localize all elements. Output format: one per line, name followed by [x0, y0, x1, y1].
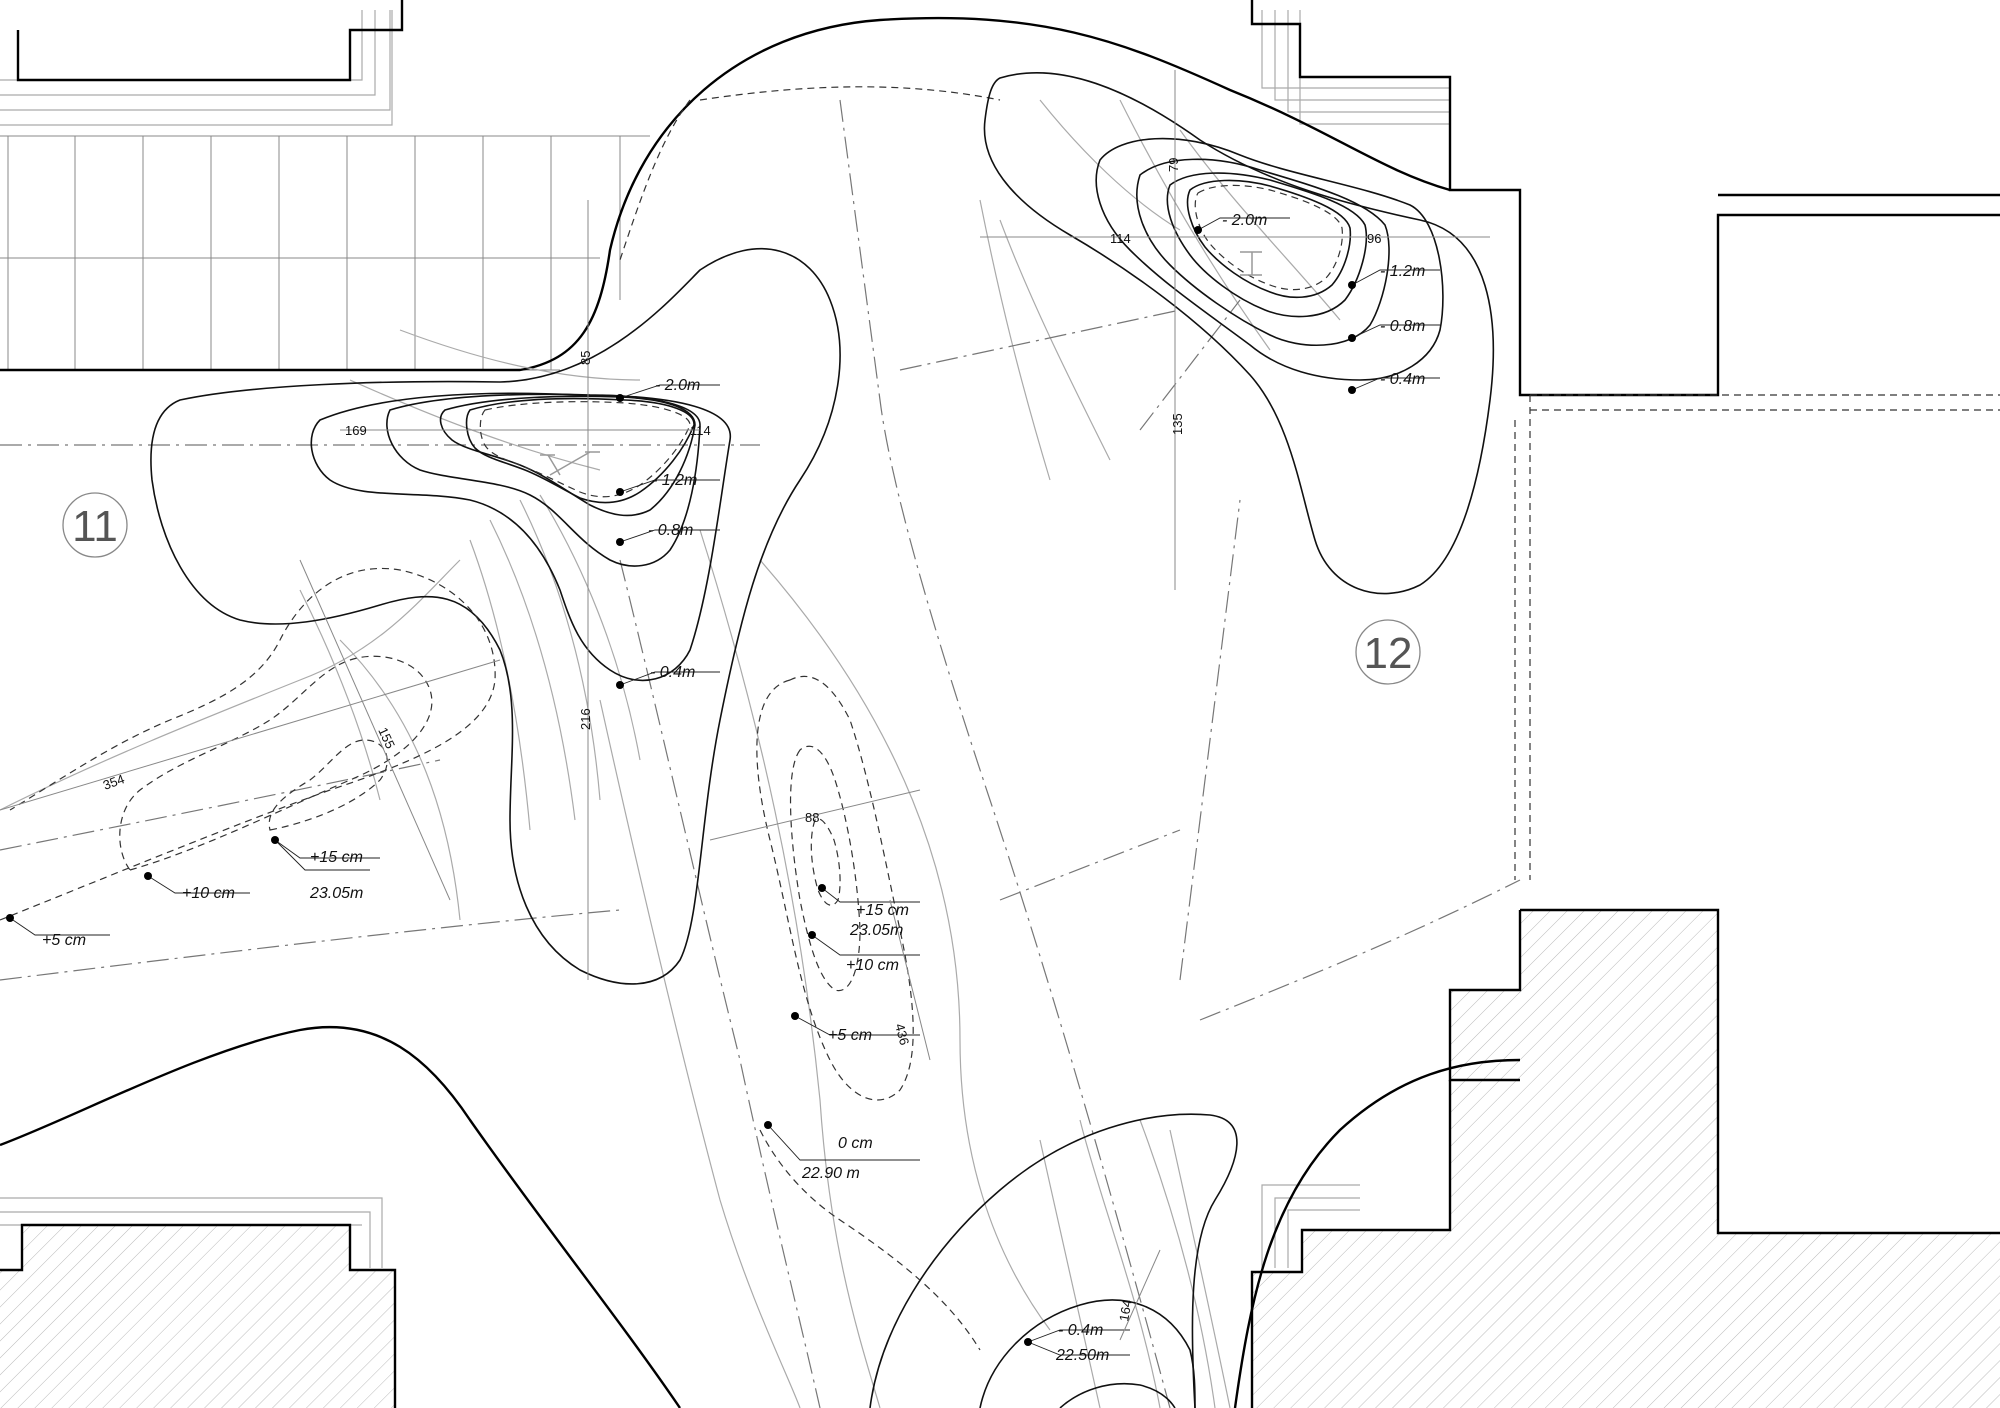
zone-11-label: 11 — [72, 502, 118, 551]
path-edges — [0, 16, 1521, 1408]
mound-contours-mid — [756, 675, 981, 1351]
dimension-value: 114 — [690, 423, 711, 438]
hatched-buildings — [0, 910, 2000, 1408]
label-leaders — [9, 217, 1440, 1356]
zone-badge-11: 11 — [62, 492, 128, 558]
elevation-label: 22.90 m — [801, 1165, 860, 1182]
step-offsets — [0, 10, 1450, 1268]
contours-bottom — [869, 1113, 1238, 1408]
depth-label: - 0.8m — [1380, 318, 1425, 335]
dimension-value: 155 — [375, 725, 398, 751]
depth-label: - 2.0m — [655, 377, 700, 394]
height-label: +5 cm — [828, 1027, 872, 1044]
paving-grid — [0, 135, 650, 371]
dimension-value: 436 — [892, 1022, 912, 1047]
depth-labels-c: - 0.4m 22.50m — [1055, 1322, 1109, 1364]
height-label: +15 cm — [310, 849, 363, 866]
flow-lines — [0, 99, 1341, 1408]
depth-label: - 0.4m — [1058, 1322, 1103, 1339]
height-label: +10 cm — [182, 885, 235, 902]
dimension-value: 79 — [1166, 158, 1181, 172]
dimension-value: 164 — [1116, 1299, 1135, 1323]
contours-tree-a — [150, 247, 841, 985]
zone-12-label: 12 — [1364, 629, 1413, 678]
service-lines — [619, 86, 2000, 880]
contours-tree-b — [983, 71, 1495, 595]
dimension-value: 96 — [1367, 231, 1381, 246]
elevation-label: 23.05m — [849, 922, 903, 939]
depth-label: - 1.2m — [652, 472, 697, 489]
depth-label: - 0.8m — [648, 522, 693, 539]
dimension-value: 135 — [1170, 413, 1185, 435]
elevation-label: 22.50m — [1055, 1347, 1109, 1364]
mound-labels-left: +15 cm 23.05m +10 cm +5 cm — [42, 849, 363, 949]
height-label: +10 cm — [846, 957, 899, 974]
elevation-label: 23.05m — [309, 885, 363, 902]
elevation-markers — [6, 226, 1356, 1346]
depth-labels-a: - 2.0m - 1.2m - 0.8m - 0.4m — [648, 377, 700, 681]
dimension-value: 216 — [578, 708, 593, 730]
depth-label: - 2.0m — [1222, 212, 1267, 229]
zone-badge-12: 12 — [1355, 619, 1421, 685]
height-label: +15 cm — [856, 902, 909, 919]
dimension-value: 85 — [578, 351, 593, 365]
mound-contours-left — [0, 567, 496, 921]
dimension-value: 114 — [1110, 231, 1131, 246]
depth-label: - 0.4m — [1380, 371, 1425, 388]
depth-label: - 1.2m — [1380, 263, 1425, 280]
axis-lines — [0, 99, 1521, 1408]
dimension-lines — [0, 70, 1490, 1341]
dimension-value: 88 — [805, 810, 819, 825]
height-label: 0 cm — [838, 1135, 873, 1152]
depth-label: - 0.4m — [650, 664, 695, 681]
dimension-numbers: 169 85 114 216 354 155 88 436 79 114 96 … — [101, 158, 1382, 1323]
height-label: +5 cm — [42, 932, 86, 949]
dimension-value: 169 — [345, 423, 367, 438]
dimension-value: 354 — [101, 771, 127, 793]
tree-symbols — [540, 251, 1262, 476]
mound-labels-mid: +15 cm 23.05m +10 cm +5 cm 0 cm 22.90 m — [801, 902, 909, 1182]
depth-labels-b: - 2.0m - 1.2m - 0.8m - 0.4m — [1222, 212, 1425, 388]
